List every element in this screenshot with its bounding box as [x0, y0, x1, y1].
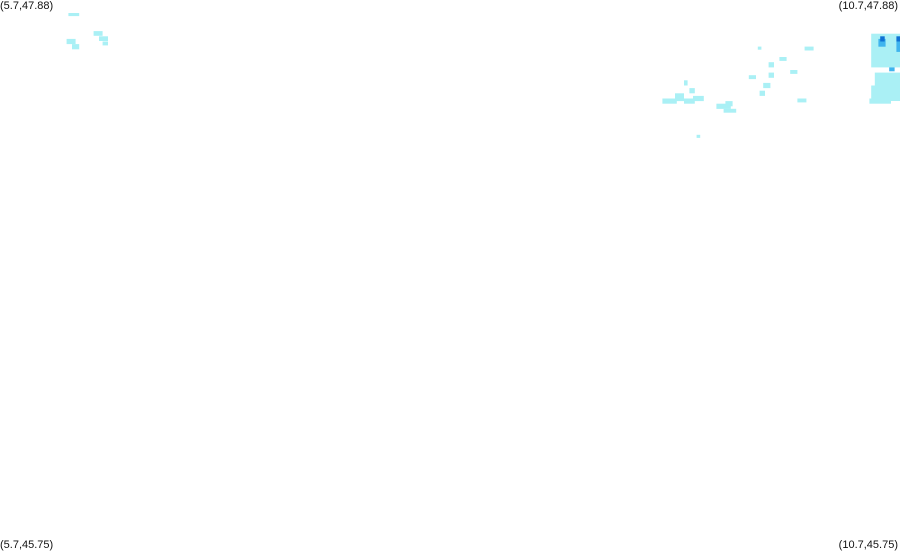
precip-cell-low — [768, 62, 774, 68]
precip-cell-low — [716, 103, 731, 109]
precip-cell-low — [684, 80, 688, 86]
precip-cell-high — [880, 36, 885, 42]
precip-cell-low — [675, 93, 684, 102]
precip-cell-low — [779, 57, 787, 61]
precip-cell-low — [757, 46, 762, 50]
precip-cell-low — [804, 46, 814, 51]
precip-cell-low — [882, 49, 900, 55]
precip-cell-low — [72, 44, 80, 50]
precip-cell-low — [869, 98, 891, 104]
corner-label-top-right: (10.7,47.88) — [838, 0, 898, 12]
precip-cell-medium — [878, 38, 886, 47]
precip-cell-low — [68, 13, 80, 17]
precipitation-layer — [66, 13, 900, 138]
precip-cell-low — [723, 108, 737, 113]
corner-label-top-left: (5.7,47.88) — [0, 0, 54, 12]
precip-cell-medium — [889, 67, 895, 72]
precip-cell-low — [790, 70, 798, 74]
precip-cell-low — [768, 72, 774, 78]
precip-cell-low — [684, 98, 695, 104]
precip-cell-medium — [896, 41, 900, 52]
corner-label-bottom-left: (5.7,45.75) — [0, 539, 54, 551]
precip-cell-low — [102, 41, 108, 46]
precip-cell-low — [748, 75, 756, 80]
precip-cell-low — [725, 101, 733, 107]
precip-cell-low — [874, 72, 900, 89]
precip-cell-low — [66, 38, 76, 45]
precip-cell-low — [871, 85, 900, 101]
precip-cell-low — [662, 98, 677, 104]
precip-cell-low — [696, 134, 701, 138]
precip-cell-low — [689, 88, 695, 94]
corner-label-bottom-right: (10.7,45.75) — [838, 539, 898, 551]
precip-cell-low — [693, 95, 704, 102]
precip-cell-low — [763, 82, 771, 89]
precip-cell-low — [759, 90, 765, 96]
precip-cell-high — [896, 36, 900, 42]
precip-cell-low — [797, 98, 807, 103]
precip-cell-low — [93, 31, 103, 36]
precip-cell-low — [99, 36, 108, 41]
